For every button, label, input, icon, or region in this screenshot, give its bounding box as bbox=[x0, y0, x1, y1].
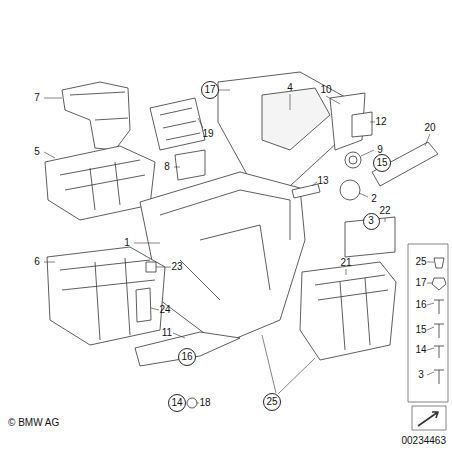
callout-number: 21 bbox=[340, 258, 351, 268]
cover-part bbox=[218, 72, 345, 186]
cover-part bbox=[62, 82, 130, 150]
callout-number: 13 bbox=[317, 176, 328, 186]
callout-number: 1 bbox=[124, 238, 130, 248]
callout-number: 19 bbox=[202, 129, 213, 139]
callout-number: 3 bbox=[368, 216, 374, 226]
fastener-part bbox=[434, 346, 444, 358]
fastener-part bbox=[434, 370, 444, 384]
callout-number: 25 bbox=[415, 257, 426, 267]
callout-number: 3 bbox=[418, 370, 424, 380]
box-part bbox=[47, 247, 165, 345]
callout-number: 11 bbox=[162, 328, 172, 338]
circled-callout: 3 bbox=[363, 213, 380, 230]
callout-number: © BMW AG bbox=[8, 418, 59, 428]
callout-number: 14 bbox=[171, 398, 182, 408]
bracket-part bbox=[150, 98, 205, 150]
fastener-part bbox=[432, 278, 446, 290]
callout-number: 14 bbox=[415, 345, 426, 355]
callout-number: 22 bbox=[379, 206, 390, 216]
callout-number: 15 bbox=[415, 325, 426, 335]
callout-number: 2 bbox=[371, 194, 377, 204]
callout-number: 00234463 bbox=[402, 436, 447, 446]
circled-callout: 16 bbox=[178, 348, 196, 366]
circled-callout: 14 bbox=[168, 394, 186, 412]
clip-part bbox=[352, 112, 372, 137]
callout-number: 24 bbox=[159, 305, 170, 315]
fastener-panel bbox=[408, 244, 448, 402]
callout-number: 8 bbox=[164, 162, 170, 172]
callout-number: 23 bbox=[171, 262, 182, 272]
circled-callout: 15 bbox=[373, 154, 391, 172]
leader-lines bbox=[44, 90, 434, 403]
clip-part bbox=[292, 184, 320, 198]
box-part bbox=[300, 262, 396, 360]
clip-part bbox=[175, 150, 205, 180]
callout-number: 4 bbox=[287, 83, 293, 93]
clip-part bbox=[146, 262, 156, 272]
tray-part bbox=[140, 172, 305, 345]
callout-number: 5 bbox=[34, 147, 40, 157]
orientation-icon bbox=[412, 406, 446, 430]
callout-number: 17 bbox=[204, 85, 215, 95]
box-part bbox=[45, 146, 155, 220]
callout-number: 20 bbox=[424, 123, 435, 133]
callout-number: 10 bbox=[320, 85, 331, 95]
rail-part bbox=[135, 332, 240, 366]
fastener-part bbox=[434, 324, 444, 338]
callout-number: 17 bbox=[415, 278, 426, 288]
cap-part bbox=[345, 152, 361, 168]
clip-part bbox=[136, 288, 151, 322]
circled-callout: 17 bbox=[201, 81, 219, 99]
cap-part bbox=[340, 180, 360, 200]
fastener-part bbox=[434, 300, 444, 314]
callout-number: 25 bbox=[266, 397, 277, 407]
callout-number: 16 bbox=[415, 300, 426, 310]
callout-number: 15 bbox=[376, 158, 387, 168]
circled-callout: 25 bbox=[263, 393, 281, 411]
grommet-part bbox=[187, 398, 197, 408]
callout-number: 6 bbox=[34, 257, 40, 267]
callout-number: 7 bbox=[34, 93, 40, 103]
callout-number: 12 bbox=[375, 117, 386, 127]
fastener-part bbox=[434, 258, 444, 268]
tube-part bbox=[372, 142, 438, 186]
callout-number: 18 bbox=[199, 398, 210, 408]
callout-number: 16 bbox=[181, 352, 192, 362]
plate-part bbox=[345, 217, 395, 257]
